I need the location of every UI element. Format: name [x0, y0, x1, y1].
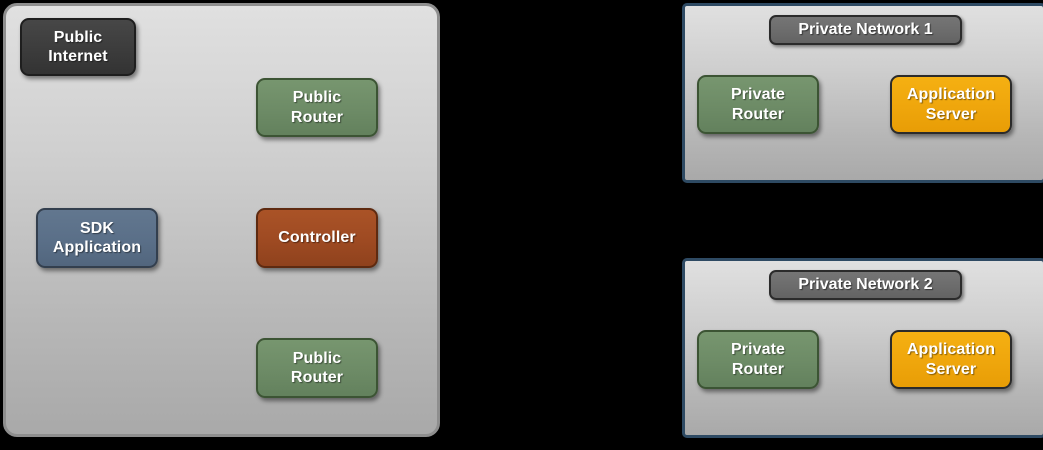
- node-application-server-2[interactable]: Application Server: [890, 330, 1012, 389]
- node-application-server-1-label: Application Server: [906, 86, 996, 123]
- node-public-router-bottom-label: Public Router: [290, 349, 344, 386]
- node-public-router-top[interactable]: Public Router: [256, 78, 378, 137]
- private-network-1-title-badge: Private Network 1: [769, 15, 962, 45]
- node-private-router-2[interactable]: Private Router: [697, 330, 819, 389]
- node-private-router-2-label: Private Router: [730, 341, 786, 378]
- node-public-router-top-label: Public Router: [290, 89, 344, 126]
- node-public-internet-label: Public Internet: [48, 28, 108, 65]
- private-network-2-title-label: Private Network 2: [798, 276, 933, 293]
- node-public-internet[interactable]: Public Internet: [20, 18, 136, 76]
- public-cloud-panel: Public Internet Public Router SDK Applic…: [3, 3, 440, 437]
- node-private-router-1-label: Private Router: [730, 86, 786, 123]
- node-private-router-1[interactable]: Private Router: [697, 75, 819, 134]
- node-public-router-bottom[interactable]: Public Router: [256, 338, 378, 398]
- private-network-1-panel: Private Network 1 Private Router Applica…: [682, 3, 1043, 183]
- node-controller[interactable]: Controller: [256, 208, 378, 268]
- node-sdk-application-label: SDK Application: [52, 219, 142, 256]
- node-sdk-application[interactable]: SDK Application: [36, 208, 158, 268]
- node-application-server-1[interactable]: Application Server: [890, 75, 1012, 134]
- private-network-2-panel: Private Network 2 Private Router Applica…: [682, 258, 1043, 438]
- private-network-2-title-badge: Private Network 2: [769, 270, 962, 300]
- node-controller-label: Controller: [278, 229, 356, 247]
- private-network-1-title-label: Private Network 1: [798, 21, 933, 38]
- node-application-server-2-label: Application Server: [906, 341, 996, 378]
